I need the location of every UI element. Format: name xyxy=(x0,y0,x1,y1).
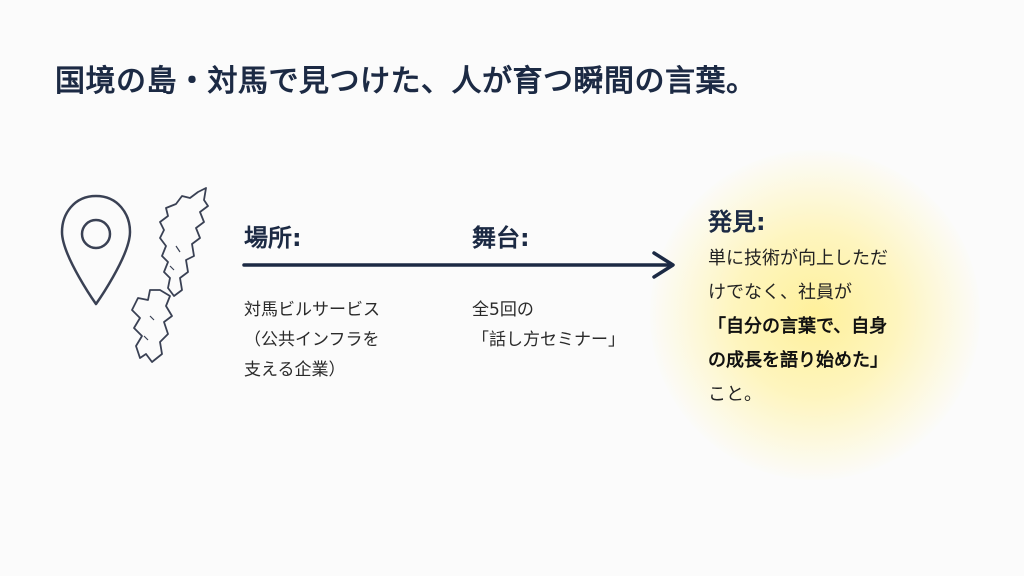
discovery-emphasis-line: の成長を語り始めた」 xyxy=(708,350,888,371)
stage-line: 「話し方セミナー」 xyxy=(472,330,625,350)
stage-heading: 舞台: xyxy=(472,224,530,252)
highlight-glow xyxy=(650,150,980,480)
stage-line: 全5回の xyxy=(472,300,534,320)
discovery-line: 単に技術が向上しただ xyxy=(708,248,888,269)
tsushima-island-map-icon xyxy=(131,187,209,363)
place-line: 対馬ビルサービス xyxy=(244,300,380,320)
place-line: （公共インフラを xyxy=(244,330,380,350)
timeline-arrow-icon xyxy=(242,251,675,279)
discovery-description: 単に技術が向上しただ けでなく、社員が 「自分の言葉で、自身 の成長を語り始めた… xyxy=(708,242,958,412)
place-heading: 場所: xyxy=(244,224,302,252)
location-pin-icon xyxy=(60,194,132,306)
discovery-heading: 発見: xyxy=(708,208,766,236)
place-line: 支える企業） xyxy=(244,360,346,380)
discovery-emphasis-line: 「自分の言葉で、自身 xyxy=(708,316,888,337)
page-title: 国境の島・対馬で見つけた、人が育つ瞬間の言葉。 xyxy=(55,64,757,99)
stage-description: 全5回の 「話し方セミナー」 xyxy=(472,295,625,355)
map-illustration xyxy=(58,186,223,366)
discovery-line: こと。 xyxy=(708,384,762,405)
place-description: 対馬ビルサービス （公共インフラを 支える企業） xyxy=(244,295,380,385)
discovery-line: けでなく、社員が xyxy=(708,282,852,303)
